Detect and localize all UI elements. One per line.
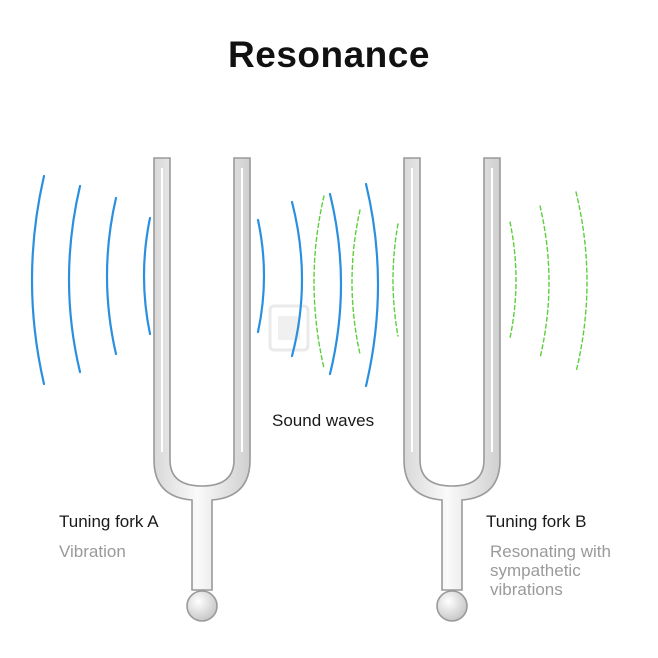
wave-b-right-3 — [575, 191, 588, 373]
wave-a-right-1 — [256, 218, 266, 334]
wave-b-left-1 — [392, 223, 399, 337]
wave-b-right-1 — [509, 221, 517, 339]
watermark — [268, 304, 310, 352]
wave-a-left-4 — [30, 174, 46, 386]
tuning-fork-a — [153, 157, 251, 622]
sound-waves-label: Sound waves — [272, 411, 375, 430]
fork-a-sound-waves — [30, 174, 380, 388]
wave-a-right-3 — [328, 192, 343, 376]
wave-b-left-2 — [351, 209, 361, 355]
fork-b-state-line: Resonating with — [490, 542, 611, 561]
fork-a-name-label: Tuning fork A — [59, 512, 159, 531]
fork-a-body — [153, 157, 251, 591]
wave-a-left-1 — [142, 216, 152, 336]
fork-b-sound-waves — [313, 191, 588, 373]
fork-a-state-label: Vibration — [59, 542, 126, 561]
fork-b-name-label: Tuning fork B — [486, 512, 587, 531]
wave-b-left-3 — [313, 195, 325, 369]
wave-a-right-4 — [364, 182, 380, 388]
wave-a-left-2 — [105, 196, 118, 356]
wave-b-right-2 — [539, 205, 550, 359]
fork-b-state-label: Resonating with sympathetic vibrations — [490, 542, 611, 599]
wave-a-left-3 — [67, 184, 82, 374]
fork-b-ball — [436, 590, 468, 622]
fork-b-state-line: vibrations — [490, 580, 563, 599]
tuning-fork-b — [403, 157, 501, 622]
wave-a-right-2 — [290, 200, 304, 358]
page-title: Resonance — [228, 34, 430, 75]
fork-b-body — [403, 157, 501, 591]
fork-b-state-line: sympathetic — [490, 561, 581, 580]
fork-a-ball — [186, 590, 218, 622]
